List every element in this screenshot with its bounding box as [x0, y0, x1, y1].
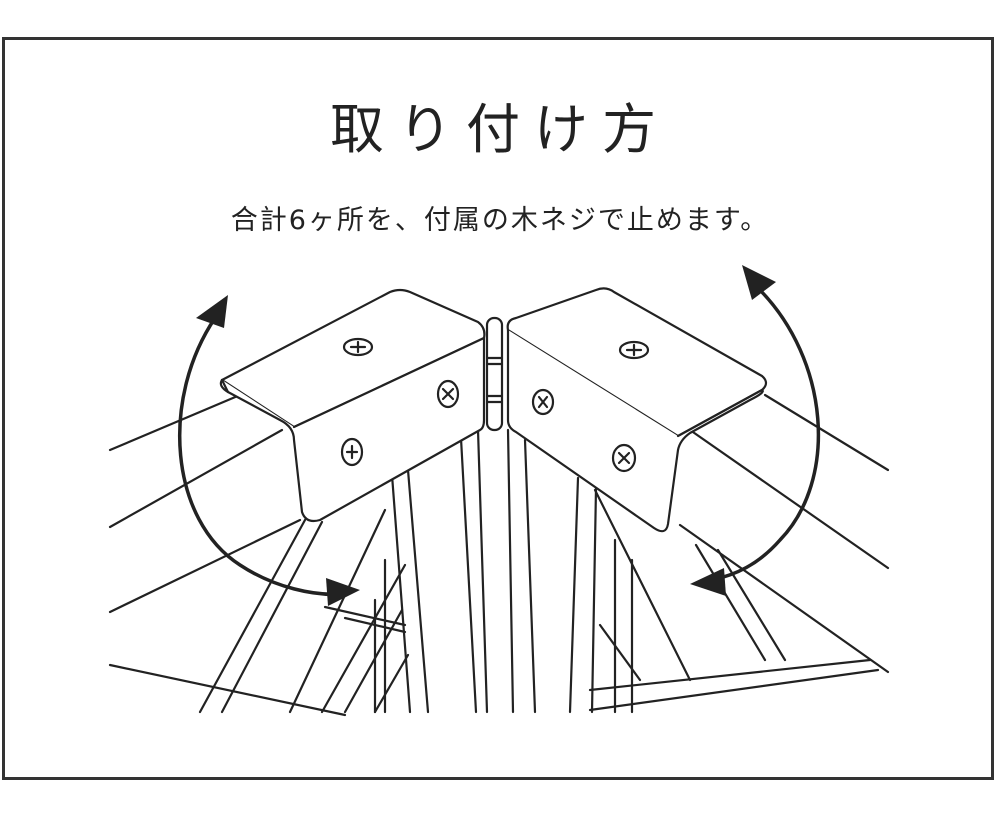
screw-icon [613, 445, 635, 471]
screw-icon [438, 381, 458, 407]
hinge-icon [487, 318, 502, 430]
screw-icon [344, 339, 372, 355]
screw-icon [533, 390, 553, 414]
screw-icon [342, 439, 362, 465]
screw-icon [620, 342, 648, 358]
